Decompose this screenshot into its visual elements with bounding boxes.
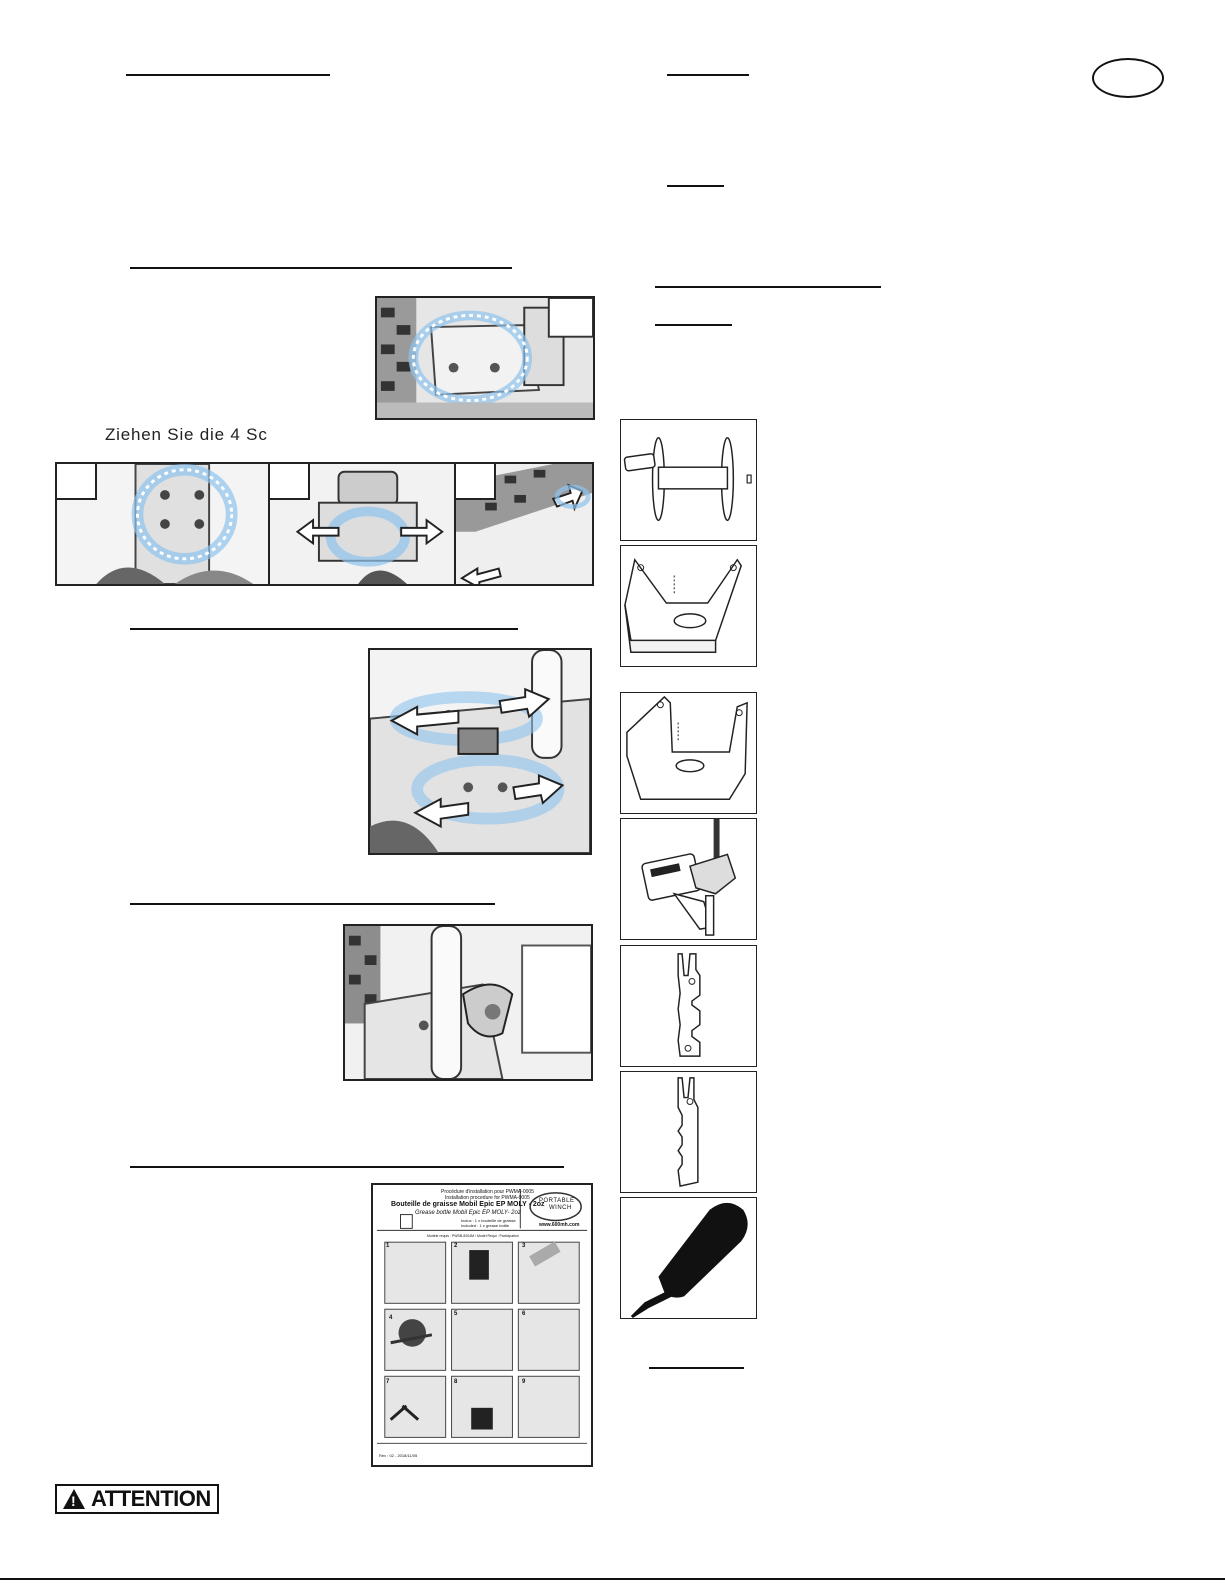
photo-plate-mount [375,296,595,420]
photo-strip-track [454,462,594,586]
photo-label-box [270,464,310,500]
photo-label-box [57,464,97,500]
sheet-model-line: Modèle requis : PWSB-8204M / Model Requi… [427,1234,519,1238]
sheet-header-sub: Installation procedure for PWMA-0005 [445,1195,530,1201]
page-bottom-rule [0,1578,1225,1580]
sheet-title-en: Grease bottle Mobil Epic EP MOLY- 2oz [415,1210,521,1216]
section-rule-2 [130,267,512,269]
step-number: 3 [522,1243,526,1249]
right-rule-3 [655,286,881,288]
step-number: 9 [522,1379,526,1385]
photo-plate-arrows [368,648,592,855]
section-rule-1 [126,74,330,76]
step-number: 4 [389,1315,393,1321]
step-number: 8 [454,1379,458,1385]
sheet-revision: Rev : 02 - 2018/11/05 [379,1453,418,1458]
attention-label: ATTENTION [91,1486,211,1511]
right-rule-1 [667,74,749,76]
photo-strip-engine [268,462,456,586]
part-bracket-a [620,545,757,667]
part-winch-spool [620,419,757,541]
part-hitch-lock [620,818,757,940]
step-number: 7 [386,1379,390,1385]
right-rule-2 [667,185,724,187]
section-rule-4 [130,903,495,905]
brand-logo-bottom: WINCH [549,1205,572,1211]
language-badge-oval [1092,58,1164,98]
sheet-title-fr: Bouteille de graisse Mobil Epic EP MOLY … [391,1201,545,1208]
section-rule-5 [130,1166,564,1168]
sheet-note-1: Inclus : 1 x bouteille de graisse [461,1218,516,1223]
warning-icon: ! [63,1489,85,1509]
step-number: 1 [386,1243,390,1249]
part-bracket-b [620,692,757,814]
photo-strip-bolts [55,462,270,586]
step-number: 6 [522,1311,526,1317]
photo-hitch-installed [343,924,593,1081]
sheet-header-fr: Procédure d'installation pour PWMA-0005 [441,1189,534,1195]
brand-logo-top: PORTABLE [539,1198,575,1204]
photo-label-box [456,464,496,500]
right-rule-4 [655,324,732,326]
part-plate-short [620,1071,757,1193]
instruction-text: Ziehen Sie die 4 Sc [105,425,268,444]
step-number: 5 [454,1311,458,1317]
right-rule-5 [649,1367,744,1369]
attention-badge: ! ATTENTION [55,1484,219,1514]
step-number: 2 [454,1243,458,1249]
part-plate-long [620,945,757,1067]
sheet-note-2: Included : 1 x grease bottle [461,1223,510,1228]
sheet-website: www.600mh.com [539,1222,580,1228]
part-grease-bottle [620,1197,757,1319]
section-rule-3 [130,628,518,630]
grease-instruction-sheet: Procédure d'installation pour PWMA-0005 … [371,1183,593,1467]
